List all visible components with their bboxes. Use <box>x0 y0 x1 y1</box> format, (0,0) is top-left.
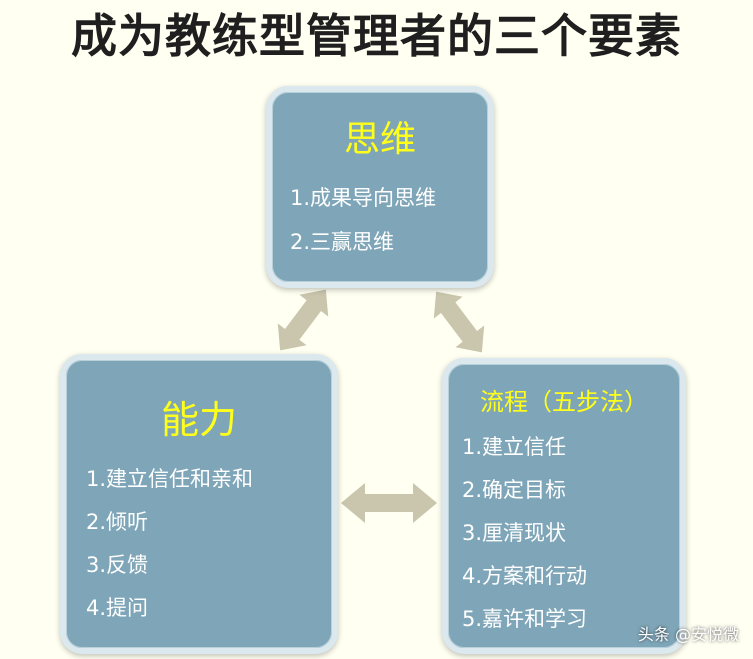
box-thinking-list: 1.成果导向思维 2.三赢思维 <box>290 176 488 264</box>
list-item: 3.反馈 <box>86 553 149 577</box>
box-process-heading: 流程（五步法） <box>480 388 648 416</box>
watermark: 头条 @安悦微 <box>637 625 739 644</box>
list-item: 4.提问 <box>86 596 149 620</box>
box-ability: 能力 1.建立信任和亲和 2.倾听 3.反馈 4.提问 <box>60 354 338 654</box>
list-item: 3.厘清现状 <box>462 521 567 545</box>
box-ability-list: 1.建立信任和亲和 2.倾听 3.反馈 4.提问 <box>86 458 332 630</box>
list-item: 1.建立信任和亲和 <box>86 467 254 491</box>
list-item: 2.确定目标 <box>462 478 567 502</box>
list-item: 2.倾听 <box>86 510 149 534</box>
box-thinking-heading: 思维 <box>343 119 416 160</box>
arrow-ability-process <box>341 483 437 523</box>
box-thinking: 思维 1.成果导向思维 2.三赢思维 <box>266 86 494 288</box>
box-process: 流程（五步法） 1.建立信任 2.确定目标 3.厘清现状 4.方案和行动 5.嘉… <box>442 358 686 654</box>
box-ability-heading: 能力 <box>160 398 237 442</box>
list-item: 4.方案和行动 <box>462 564 588 588</box>
page-title: 成为教练型管理者的三个要素 <box>71 9 682 63</box>
arrow-thinking-ability <box>277 289 329 351</box>
list-item: 2.三赢思维 <box>290 230 395 254</box>
list-item: 1.建立信任 <box>462 435 567 459</box>
arrow-thinking-process <box>433 291 485 353</box>
box-process-list: 1.建立信任 2.确定目标 3.厘清现状 4.方案和行动 5.嘉许和学习 <box>462 426 680 641</box>
list-item: 1.成果导向思维 <box>290 186 437 210</box>
list-item: 5.嘉许和学习 <box>462 607 588 631</box>
